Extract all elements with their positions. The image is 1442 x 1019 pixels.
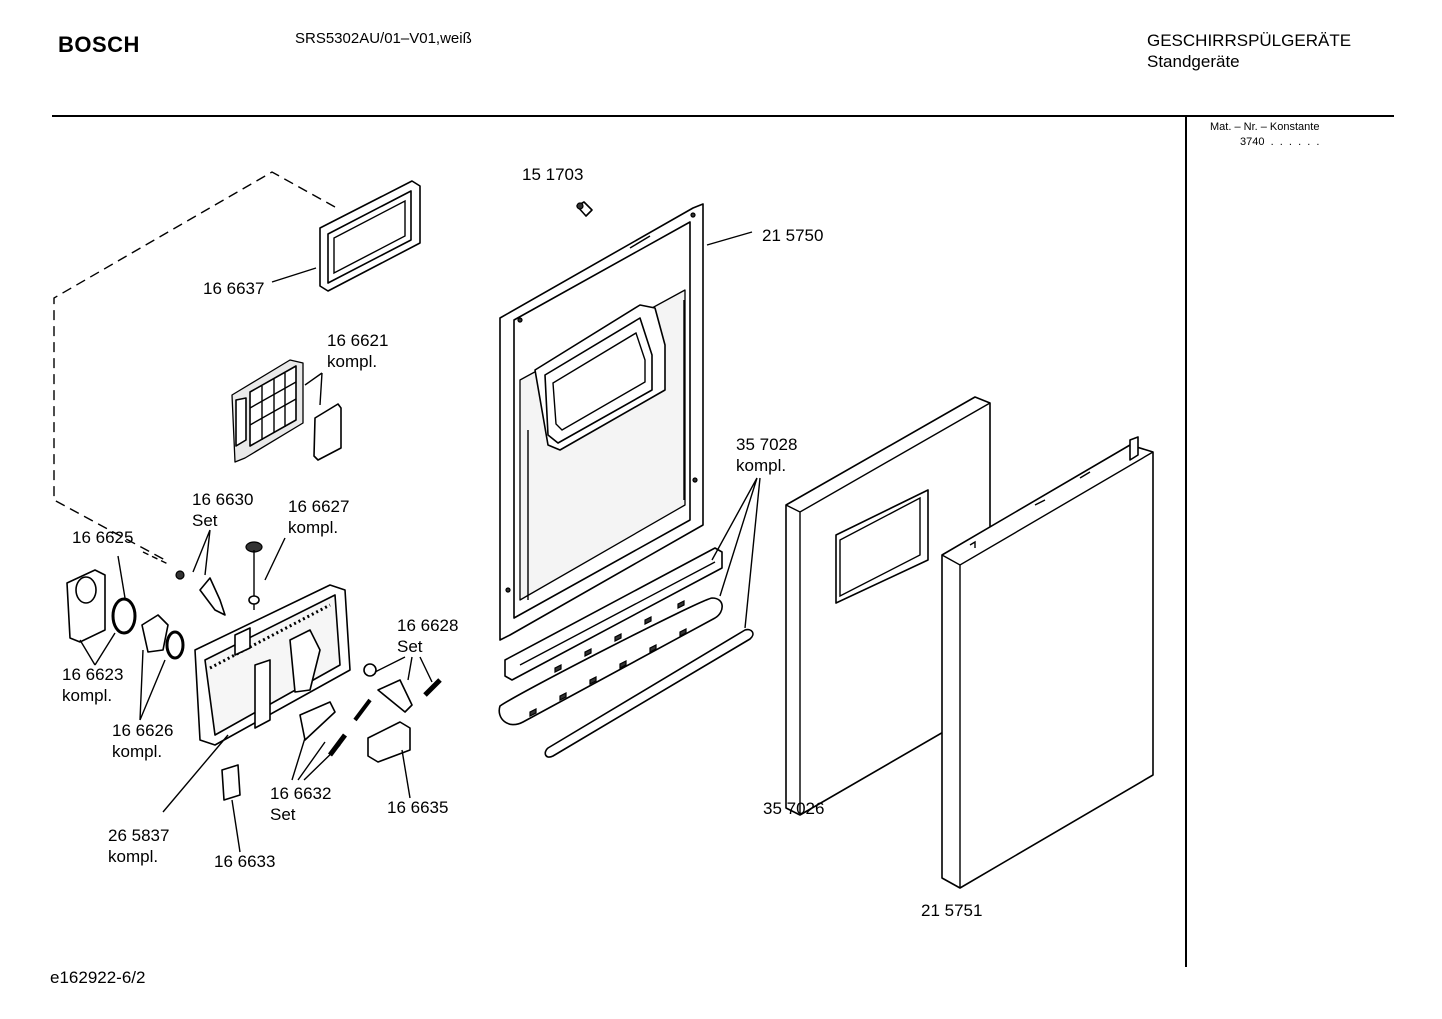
label-215751: 21 5751 xyxy=(921,901,983,920)
part-357026-outer-door xyxy=(785,396,991,816)
side-panel-divider xyxy=(1185,117,1187,967)
subcategory-title: Standgeräte xyxy=(1147,52,1240,71)
part-215751-side-panel xyxy=(941,436,1154,889)
assembly-dashed-outline xyxy=(53,171,336,561)
part-166630-set xyxy=(175,570,226,616)
brand-logo: BOSCH xyxy=(58,32,140,57)
part-151703-screw xyxy=(576,201,593,217)
part-166627-valve xyxy=(245,541,263,610)
model-number: SRS5302AU/01–V01,weiß xyxy=(295,30,472,47)
label-166635: 16 6635 xyxy=(387,798,449,817)
category-title: GESCHIRRSPÜLGERÄTE xyxy=(1147,31,1352,50)
header-rule xyxy=(52,115,1394,117)
part-357028-strip xyxy=(498,547,754,758)
part-166632-set xyxy=(299,698,372,757)
label-166633: 16 6633 xyxy=(214,852,276,871)
part-265837-control-module xyxy=(194,584,351,746)
mat-nr-value: 3740 . . . . . . xyxy=(1240,136,1320,148)
label-151703: 15 1703 xyxy=(522,165,584,184)
label-357026: 35 7026 xyxy=(763,799,825,818)
leader-lines xyxy=(79,231,761,853)
part-166621-filter xyxy=(231,359,342,463)
part-166628-set xyxy=(363,663,442,713)
label-166637: 16 6637 xyxy=(203,279,265,298)
part-166637-frame xyxy=(319,180,421,292)
part-166633-clip xyxy=(221,764,241,801)
part-215750-inner-door xyxy=(499,203,704,641)
drawing-id: e162922-6/2 xyxy=(50,968,146,987)
label-166625: 16 6625 xyxy=(72,528,134,547)
label-215750: 21 5750 xyxy=(762,226,824,245)
part-166623-ring xyxy=(111,597,137,635)
part-166625-knob xyxy=(66,569,106,643)
part-166626-ring xyxy=(141,614,185,660)
mat-nr-label: Mat. – Nr. – Konstante xyxy=(1210,121,1320,133)
part-166635-switch xyxy=(367,721,411,763)
